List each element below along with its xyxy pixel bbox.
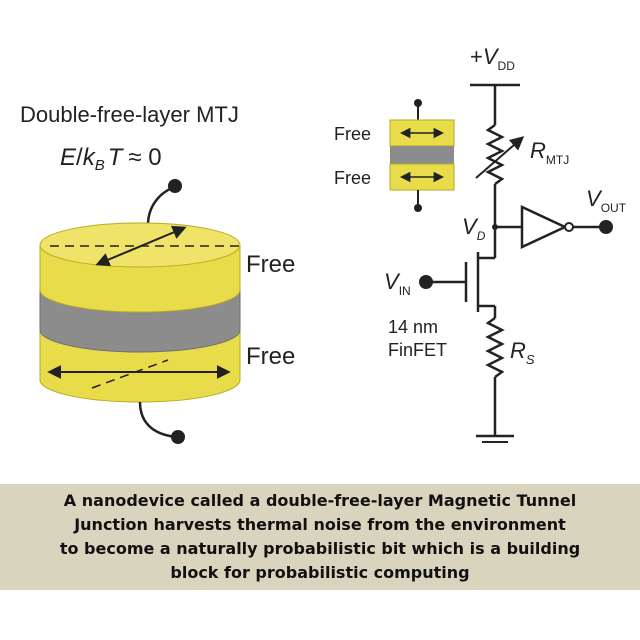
bottom-lead-terminal	[171, 430, 185, 444]
fet-type-line2: FinFET	[388, 340, 447, 360]
circuit-group: +VDD RMTJ VD VOUT VIN	[334, 44, 627, 443]
rs-resistor	[485, 316, 505, 379]
bottom-layer-dashed-axis	[91, 359, 169, 389]
top-layer-magnetization-arrow	[95, 225, 187, 267]
vdd-label: +VDD	[470, 44, 515, 73]
vd-label: VD	[462, 214, 486, 243]
top-free-layer-face	[39, 222, 241, 268]
caption-text: A nanodevice called a double-free-layer …	[60, 489, 580, 585]
caption-line-3: to become a naturally probabilistic bit …	[59, 539, 581, 558]
inverter-triangle	[520, 205, 568, 249]
top-free-layer-label: Free	[246, 251, 295, 278]
caption-band: A nanodevice called a double-free-layer …	[0, 484, 640, 590]
vin-terminal	[419, 275, 433, 289]
inset-mtj-symbol: Free Free	[334, 99, 455, 212]
inset-top-terminal	[414, 99, 422, 107]
inset-bottom-label: Free	[334, 168, 371, 188]
vout-terminal	[599, 220, 613, 234]
rmtj-variable-arrow	[475, 136, 525, 179]
fet-type-line1: 14 nm	[388, 317, 438, 337]
top-lead-wire	[146, 185, 176, 226]
inset-top-label: Free	[334, 124, 371, 144]
inverter-bubble	[564, 222, 574, 232]
device-title: Double-free-layer MTJ	[20, 102, 239, 127]
caption-line-2: Junction harvests thermal noise from the…	[74, 515, 566, 534]
rmtj-label: RMTJ	[530, 138, 569, 167]
top-lead-terminal	[168, 179, 182, 193]
caption-line-1: A nanodevice called a double-free-layer …	[63, 491, 577, 510]
caption-line-4: block for probabilistic computing	[170, 563, 470, 582]
bottom-free-layer-label: Free	[246, 343, 295, 370]
rs-label: RS	[510, 338, 535, 367]
mtj-cylinder	[39, 222, 241, 403]
inset-bottom-terminal	[414, 204, 422, 212]
bottom-lead-wire	[138, 401, 177, 439]
vout-label: VOUT	[586, 186, 627, 215]
inset-barrier	[390, 146, 454, 164]
rmtj-resistor	[485, 123, 505, 186]
vin-label: VIN	[384, 269, 411, 298]
